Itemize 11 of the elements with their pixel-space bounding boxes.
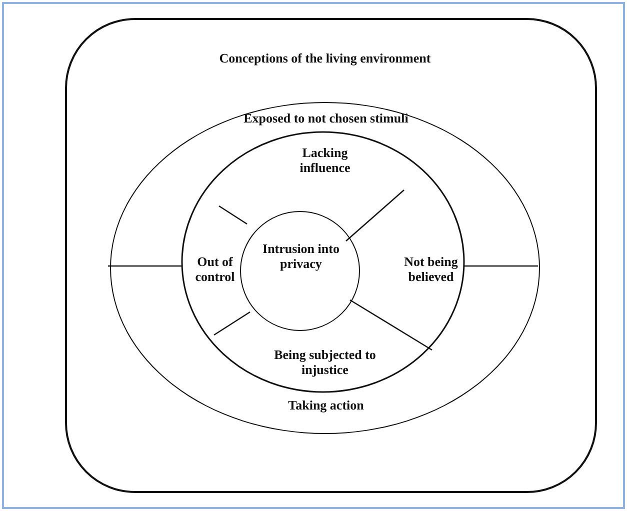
segment-label: Lacking influence bbox=[280, 146, 370, 176]
ring-label: Intrusion into privacy bbox=[262, 242, 340, 272]
segment-label: Not being believed bbox=[402, 255, 460, 285]
inner-circle bbox=[240, 211, 360, 331]
ring-label: Conceptions of the living environment bbox=[218, 52, 432, 66]
outer-circle bbox=[110, 102, 540, 434]
segment-label: Out of control bbox=[185, 255, 245, 285]
segment-label: Being subjected to injustice bbox=[260, 348, 390, 378]
outer-panel bbox=[65, 18, 597, 493]
ring-label: Exposed to not chosen stimuli bbox=[242, 112, 410, 126]
ring-label: Taking action bbox=[287, 398, 365, 414]
